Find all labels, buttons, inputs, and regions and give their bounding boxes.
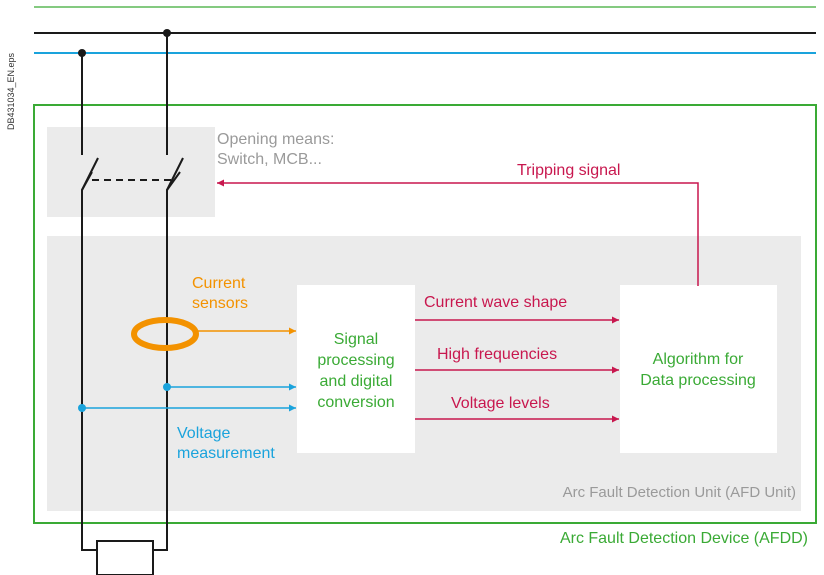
junction-phase <box>163 29 171 37</box>
signal-processing-label-4: conversion <box>317 394 394 411</box>
algorithm-box <box>620 285 777 453</box>
switch-blade-left <box>81 157 99 191</box>
opening-means-label-1: Opening means: <box>217 131 334 148</box>
signal-processing-box <box>297 285 415 453</box>
signal-processing-label-3: and digital <box>320 373 393 390</box>
voltage-levels-label: Voltage levels <box>451 395 550 412</box>
voltage-measurement-label-2: measurement <box>177 445 275 462</box>
current-sensors-label-2: sensors <box>192 295 248 312</box>
load-resistor <box>96 540 154 575</box>
afd-unit-label: Arc Fault Detection Unit (AFD Unit) <box>563 484 796 501</box>
voltage-measurement-label-1: Voltage <box>177 425 230 442</box>
afdd-label: Arc Fault Detection Device (AFDD) <box>560 530 808 547</box>
opening-means-panel <box>47 127 215 217</box>
switch-blade-right <box>166 157 184 191</box>
signal-processing-label-1: Signal <box>334 331 378 348</box>
opening-means-label-2: Switch, MCB... <box>217 151 322 168</box>
high-freq-label: High frequencies <box>437 346 557 363</box>
tripping-signal-arrow <box>217 179 699 286</box>
current-sensors-label-1: Current <box>192 275 246 292</box>
signal-processing-label-2: processing <box>317 352 394 369</box>
junction-neutral <box>78 49 86 57</box>
current-sensor-ring <box>131 317 199 351</box>
right-conductor <box>153 33 181 551</box>
wave-shape-label: Current wave shape <box>424 294 567 311</box>
algorithm-label-1: Algorithm for <box>653 351 744 368</box>
tripping-signal-label: Tripping signal <box>517 162 620 179</box>
afdd-box <box>33 104 817 524</box>
algorithm-label-2: Data processing <box>640 372 756 389</box>
file-id: DB431034_EN.eps <box>6 52 16 130</box>
